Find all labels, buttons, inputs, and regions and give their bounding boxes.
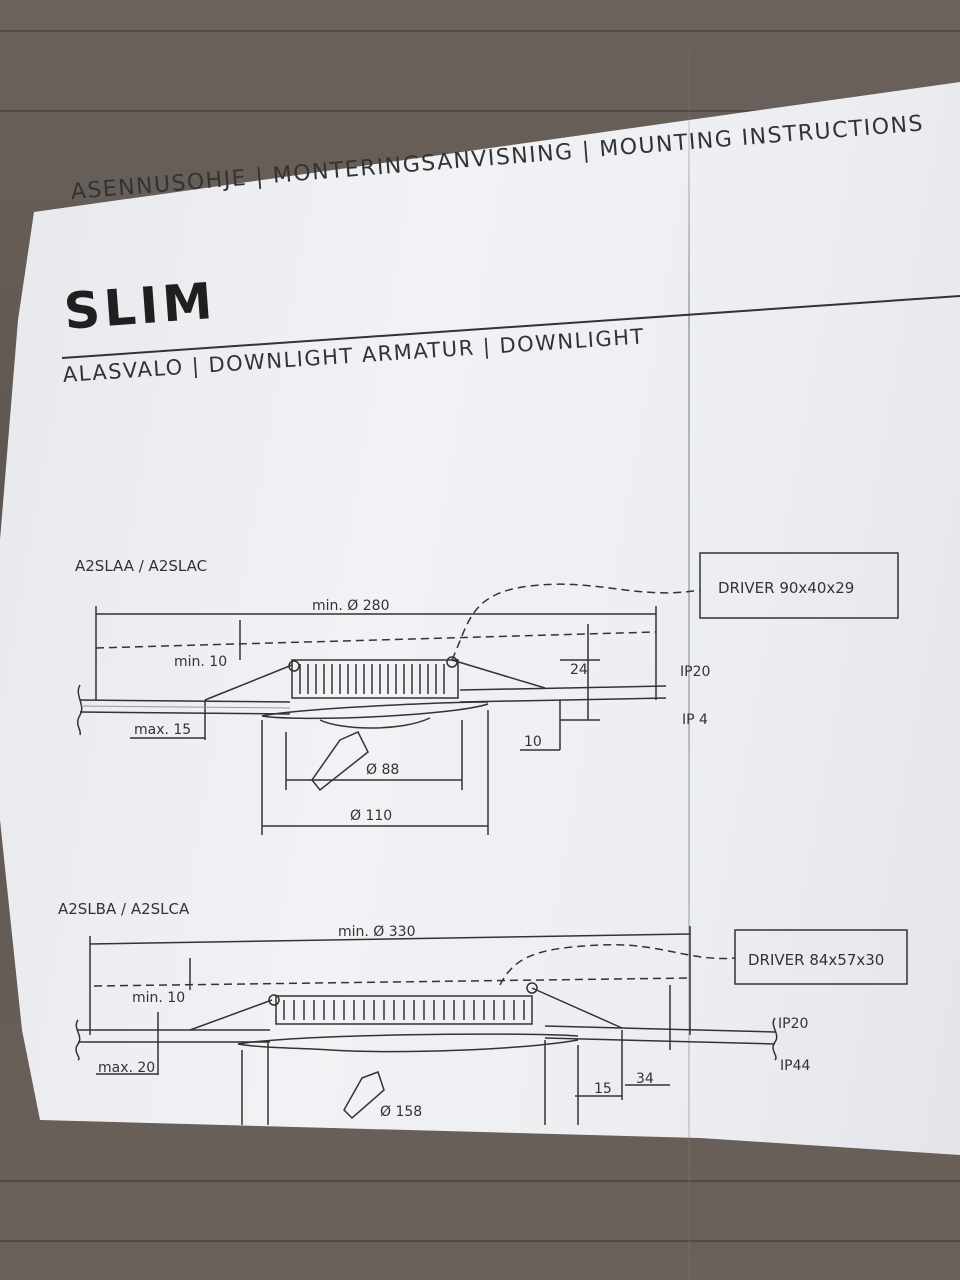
section2-min-clearance: min. 10 [132,990,185,1006]
section2-height: 34 [636,1071,654,1087]
section1-offset: 10 [524,734,542,750]
section2-ip-top: IP20 [778,1016,808,1032]
section1-outer: Ø 110 [350,808,392,824]
paper-fold [688,0,690,1280]
section2-ip-bottom: IP44 [780,1058,810,1074]
section1-driver-label: DRIVER 90x40x29 [718,579,854,597]
section1-ip-top: IP20 [680,664,710,680]
section2-cutout: Ø 158 [380,1104,422,1120]
section1-models: A2SLAA / A2SLAC [75,557,208,575]
section2-min-diameter: min. Ø 330 [338,924,416,940]
section2-max-ceiling: max. 20 [98,1060,155,1076]
section2-models: A2SLBA / A2SLCA [58,900,190,918]
section1-height: 24 [570,662,588,678]
section2-driver-label: DRIVER 84x57x30 [748,951,884,969]
section1-min-diameter: min. Ø 280 [312,598,390,614]
section1-ip-bottom: IP 4 [682,712,708,728]
section2-offset: 15 [594,1081,612,1097]
section1-max-ceiling: max. 15 [134,722,191,738]
section1-cutout: Ø 88 [366,762,399,778]
section1-min-clearance: min. 10 [174,654,227,670]
